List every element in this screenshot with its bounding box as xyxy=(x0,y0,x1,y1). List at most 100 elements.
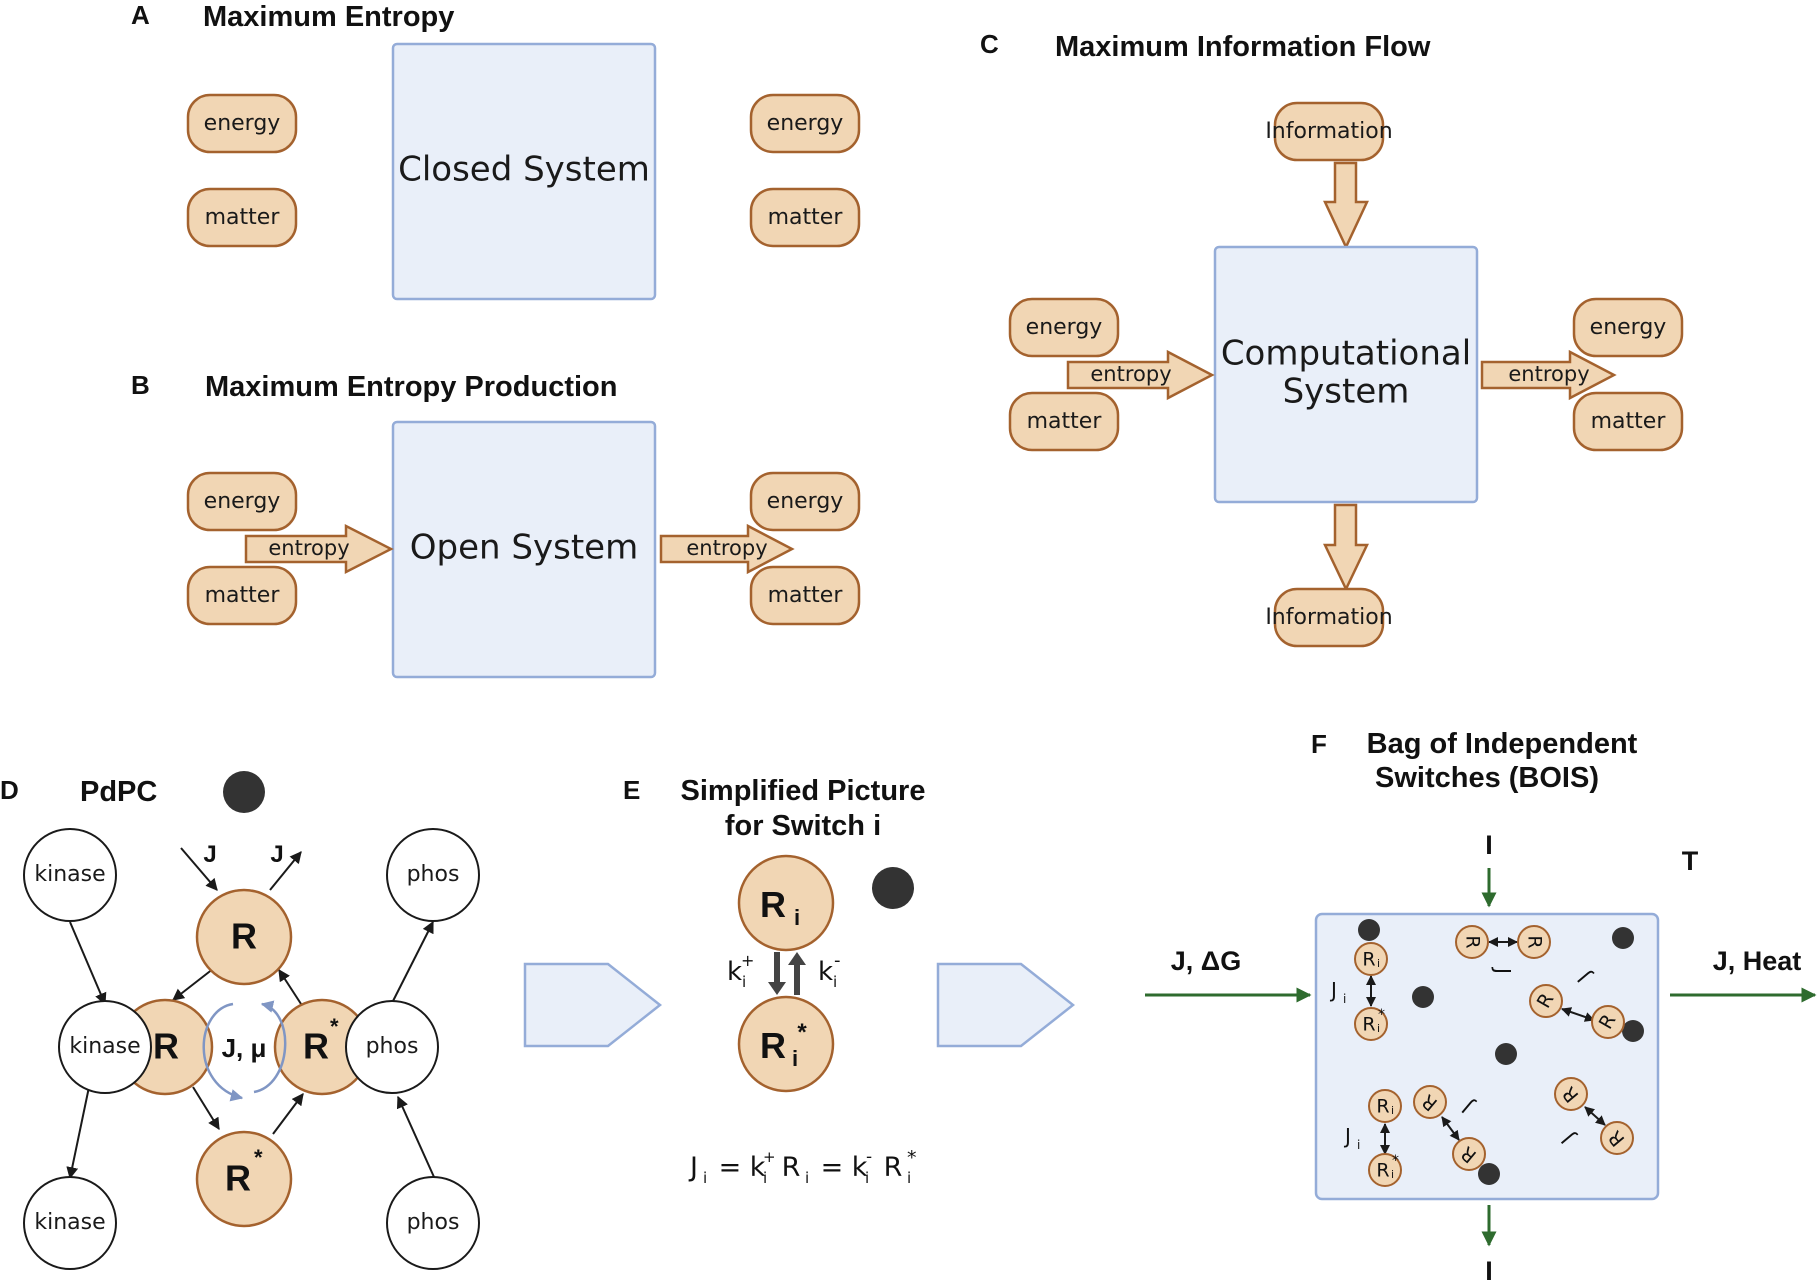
energy-label: energy xyxy=(204,111,281,136)
matter-label: matter xyxy=(205,583,281,608)
eq-r1: R xyxy=(773,1152,800,1183)
phos-to-phos-arrow xyxy=(396,1095,435,1178)
ri-label: R xyxy=(760,884,786,925)
ri-star-small-label: R xyxy=(1524,935,1546,948)
ri-small-circle xyxy=(1452,1137,1486,1171)
rstar-to-r-arrow xyxy=(278,968,304,1008)
switch: R R J xyxy=(1413,1085,1486,1171)
switch-flux-label: J xyxy=(1343,1124,1351,1148)
matter-label: matter xyxy=(205,205,281,230)
panel-b-letter: B xyxy=(131,370,150,400)
rstar-superscript: * xyxy=(254,1145,263,1170)
matter-pill xyxy=(1572,391,1684,452)
ri-star-small-sup: * xyxy=(1378,1007,1385,1023)
flux-in-label: J xyxy=(203,841,216,868)
switch-flux-label: J xyxy=(1491,966,1515,974)
information-in-arrow xyxy=(1323,161,1369,250)
kinase-label: kinase xyxy=(34,1210,105,1235)
switch-arrow xyxy=(1561,1007,1595,1022)
ri-small-label: R xyxy=(1376,1096,1389,1118)
phos-to-phos-arrow xyxy=(391,920,434,1004)
eq-r2: R xyxy=(875,1152,902,1183)
energy-pill xyxy=(749,471,861,532)
ligand-dot xyxy=(1495,1043,1517,1065)
entropy-in-arrow xyxy=(1066,349,1215,401)
switch-flux-sub: i xyxy=(1357,1138,1360,1152)
switch: R R J xyxy=(1529,967,1625,1039)
switch-arrow xyxy=(1584,1106,1606,1126)
panel-a-title: Maximum Entropy xyxy=(203,1,454,33)
information-label: Information xyxy=(1265,605,1392,630)
matter-label: matter xyxy=(1027,409,1103,434)
panel-f-letter: F xyxy=(1311,729,1327,759)
matter-pill xyxy=(1008,391,1120,452)
input-info-label: I xyxy=(1485,830,1493,860)
panel-c-title: Maximum Information Flow xyxy=(1055,31,1431,63)
energy-label: energy xyxy=(204,489,281,514)
entropy-out-label: entropy xyxy=(686,536,767,560)
open-system-label: Open System xyxy=(410,528,638,568)
computational-system-label-line1: Computational xyxy=(1221,334,1471,374)
ligand-dot xyxy=(1478,1163,1500,1185)
ri-subscript: i xyxy=(794,905,800,930)
panel-d-title: PdPC xyxy=(80,776,157,808)
temperature-label: T xyxy=(1682,846,1699,876)
entropy-out-label: entropy xyxy=(1508,362,1589,386)
eq-j-sub: i xyxy=(703,1169,707,1187)
panel-e-letter: E xyxy=(623,775,640,805)
phos-circle xyxy=(386,828,480,922)
ri-star-small-circle xyxy=(1413,1085,1447,1119)
eq-k2-sub: i xyxy=(865,1169,869,1187)
eq-r1-sub: i xyxy=(805,1169,809,1187)
ligand-dot xyxy=(223,771,265,813)
switch: R i R i * J i xyxy=(1329,942,1388,1041)
open-system-box xyxy=(391,420,657,679)
eq-k1: = k xyxy=(710,1152,766,1183)
panel-c: C Maximum Information Flow Information C… xyxy=(980,29,1684,648)
flux-out-arrow xyxy=(269,851,302,891)
eq-k1-sup: + xyxy=(763,1148,776,1166)
kinase-circle xyxy=(58,1000,152,1094)
ri-star-small-sub: i xyxy=(1377,1022,1380,1035)
eq-r2-sub: i xyxy=(907,1169,911,1187)
k-forward-label: k xyxy=(727,957,742,987)
ri-small-label: R xyxy=(1462,935,1484,948)
r-label: R xyxy=(231,916,257,957)
ri-star-small-sup: * xyxy=(1392,1153,1399,1169)
panel-d: D PdPC kinase phos kinase phos R R * kin… xyxy=(0,771,480,1270)
panel-e: E Simplified Picture for Switch i R i R … xyxy=(623,775,925,1187)
flux-in-arrow xyxy=(180,847,218,891)
matter-pill xyxy=(186,187,298,248)
energy-pill xyxy=(1572,297,1684,358)
kinase-label: kinase xyxy=(69,1034,140,1059)
matter-pill xyxy=(186,565,298,626)
phos-label: phos xyxy=(366,1034,419,1059)
information-pill xyxy=(1273,101,1385,162)
ligand-dot xyxy=(1358,919,1380,941)
entropy-in-arrow xyxy=(244,523,394,575)
reverse-arrow xyxy=(788,952,806,995)
ligand-dot xyxy=(1412,986,1434,1008)
r-to-rstar-arrow xyxy=(192,1086,220,1131)
ri-star-small-label: R xyxy=(1376,1160,1389,1182)
r-circle xyxy=(195,888,293,986)
eq-k2: = k xyxy=(812,1152,868,1183)
ri-star-subscript: i xyxy=(792,1046,798,1071)
switch-flux-label: J xyxy=(1329,978,1337,1002)
flux-equation: J i = k i + R i = k i - R i * xyxy=(688,1147,917,1187)
k-reverse-sup: - xyxy=(834,950,841,971)
ri-star-small-sub: i xyxy=(1391,1168,1394,1181)
ri-star-small-circle xyxy=(1600,1121,1634,1155)
information-label: Information xyxy=(1265,119,1392,144)
rstar-superscript: * xyxy=(330,1014,339,1039)
flow-chevron xyxy=(936,962,1076,1048)
panel-f-title-line1: Bag of Independent xyxy=(1367,728,1638,760)
panel-d-letter: D xyxy=(0,775,19,805)
matter-pill xyxy=(749,187,861,248)
entropy-in-label: entropy xyxy=(268,536,349,560)
panel-c-letter: C xyxy=(980,29,999,59)
energy-pill xyxy=(186,93,298,154)
cycle-arc-right xyxy=(253,1000,287,1094)
panel-f-title-line2: Switches (BOIS) xyxy=(1375,762,1599,794)
